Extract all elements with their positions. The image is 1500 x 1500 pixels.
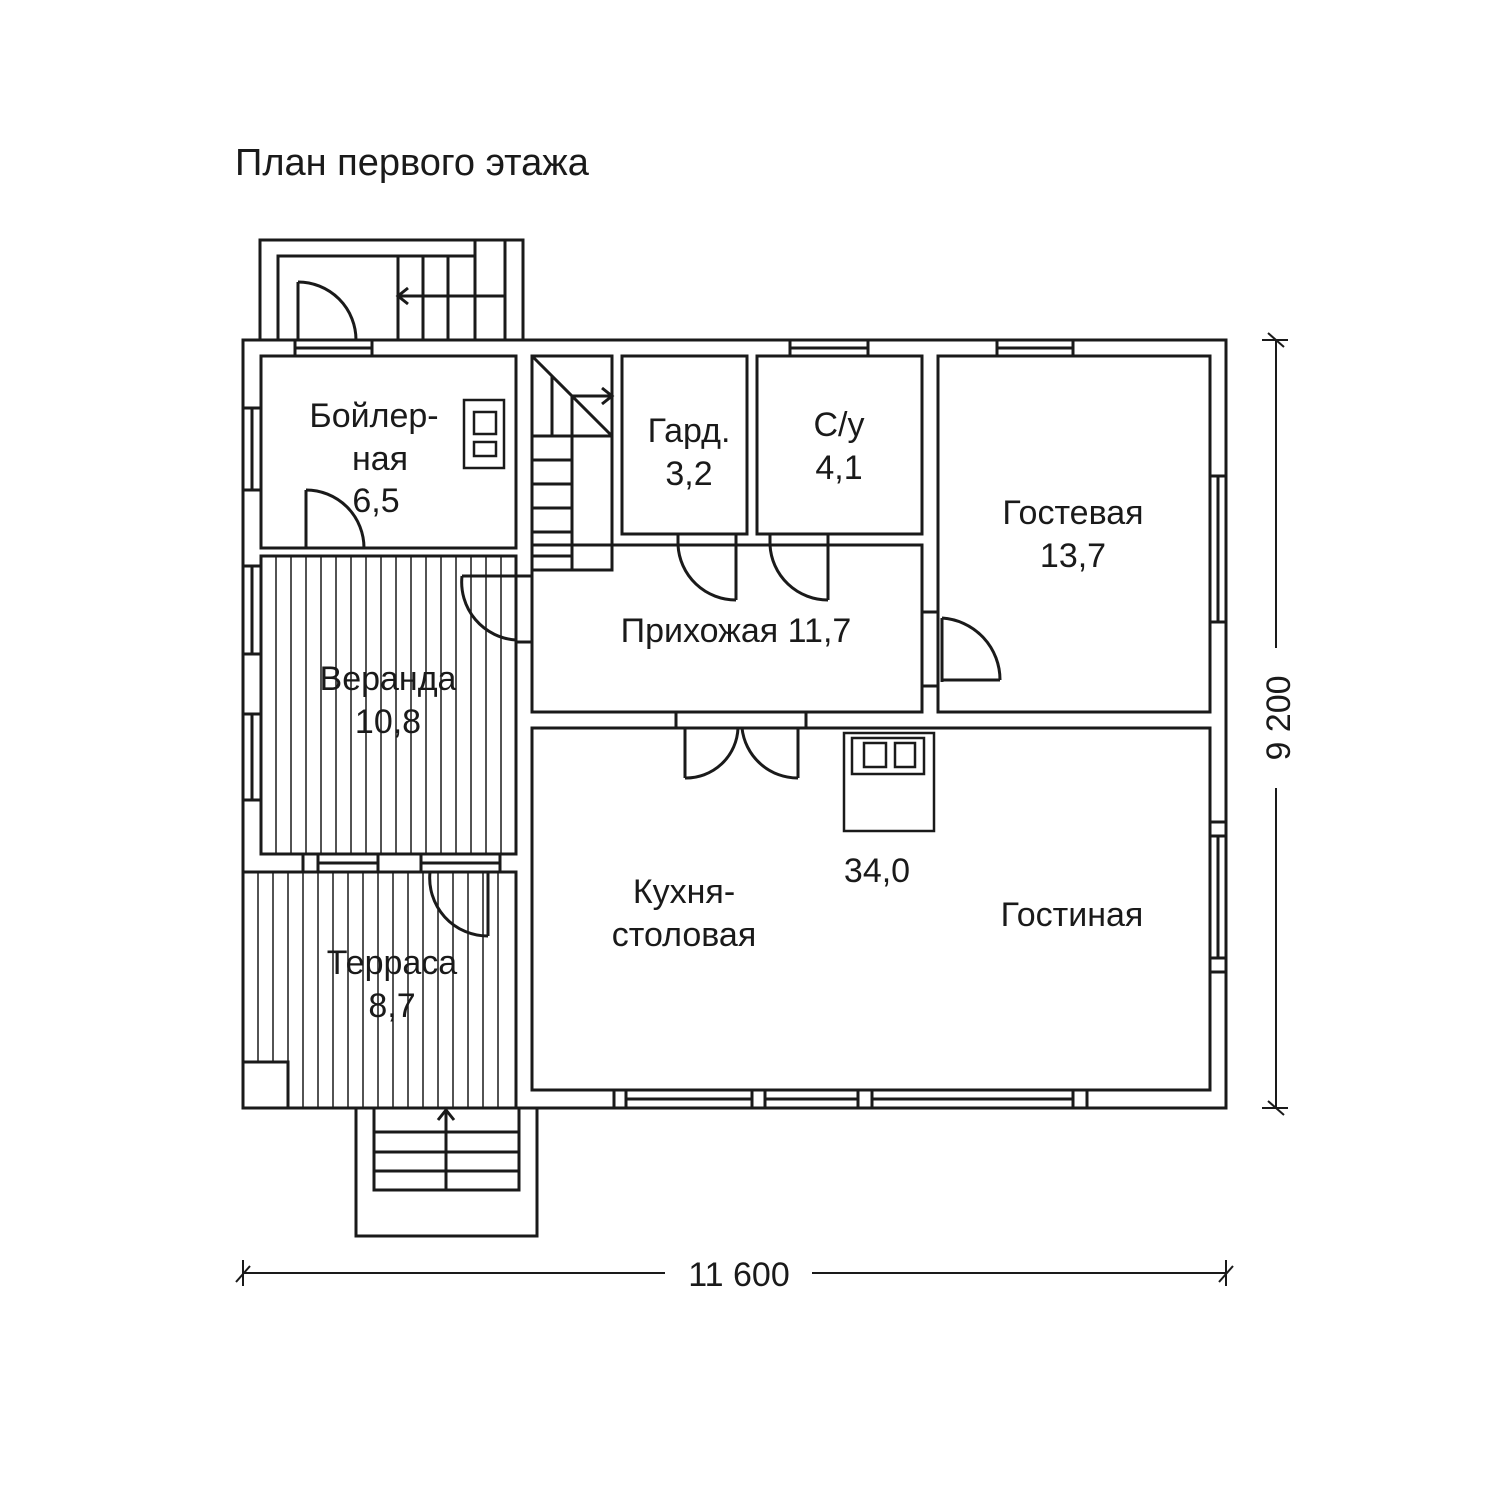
- wardrobe-name: Гард.: [648, 412, 731, 450]
- living-area: 34,0: [844, 852, 910, 890]
- plan-title: План первого этажа: [235, 142, 590, 184]
- bathroom-area: 4,1: [815, 449, 862, 487]
- terrace-area: 8,7: [368, 987, 415, 1025]
- bathroom-room: [755, 340, 924, 602]
- hallway-label: Прихожая 11,7: [621, 612, 852, 650]
- guest-room: [922, 340, 1226, 714]
- hallway: [460, 543, 924, 714]
- top-porch: [258, 238, 525, 341]
- veranda: [243, 554, 518, 856]
- boiler-room: [243, 340, 518, 550]
- veranda-name: Веранда: [320, 660, 457, 698]
- wardrobe-room: [620, 354, 749, 602]
- guest-room-name: Гостевая: [1002, 494, 1143, 532]
- outer-wall: [241, 338, 1228, 1110]
- boiler-room-name-1: Бойлер-: [309, 397, 438, 435]
- dimension-width: [235, 1260, 1234, 1286]
- height-dimension-label: 9 200: [1260, 675, 1298, 760]
- kitchen-living-room: [530, 712, 1226, 1108]
- guest-room-area: 13,7: [1040, 537, 1106, 575]
- terrace-name: Терраса: [327, 944, 457, 982]
- living-name: Гостиная: [1001, 896, 1144, 934]
- kitchen-name-1: Кухня-: [633, 873, 735, 911]
- dimension-height: [1262, 332, 1288, 1116]
- bathroom-name: С/у: [814, 406, 865, 444]
- kitchen-name-2: столовая: [612, 916, 756, 954]
- entrance-steps: [354, 1107, 539, 1238]
- wardrobe-area: 3,2: [665, 455, 712, 493]
- boiler-room-name-2: ная: [352, 440, 408, 478]
- veranda-area: 10,8: [355, 703, 421, 741]
- boiler-room-area: 6,5: [352, 482, 399, 520]
- interior-stairs: [530, 354, 615, 572]
- terrace: [241, 854, 518, 1110]
- width-dimension-label: 11 600: [688, 1256, 789, 1294]
